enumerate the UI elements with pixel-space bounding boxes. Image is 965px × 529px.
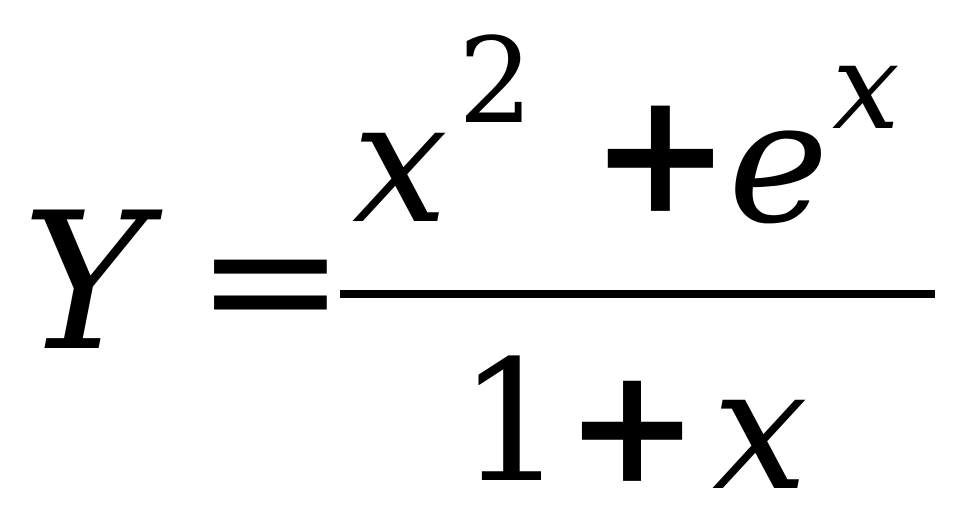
numerator-plus-sign: +	[590, 53, 731, 251]
numerator-exp-power: x	[832, 18, 900, 157]
numerator-exp-base: e	[728, 64, 829, 262]
equation: Y = x 2 + e x 1 + x	[22, 12, 935, 529]
numerator-exponent: 2	[458, 12, 534, 150]
fraction-bar	[340, 290, 935, 298]
denominator-variable: x	[712, 331, 808, 529]
numerator-base: x	[352, 64, 448, 262]
denominator-one: 1	[458, 324, 565, 520]
equals-sign: =	[195, 175, 346, 384]
lhs-variable: Y	[22, 172, 148, 393]
denominator-plus-sign: +	[565, 331, 700, 519]
